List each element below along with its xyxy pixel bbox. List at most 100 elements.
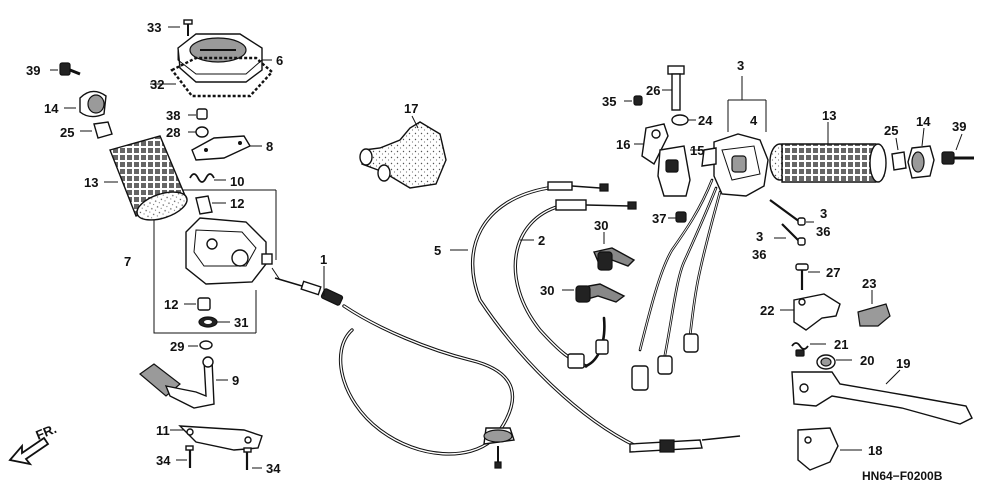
callout-18: 18 xyxy=(868,443,882,458)
cable-5[interactable] xyxy=(450,181,741,453)
callout-8: 8 xyxy=(266,139,273,154)
nut-38[interactable] xyxy=(188,108,208,120)
collar-25-left[interactable] xyxy=(80,121,113,139)
collar-12-lower[interactable] xyxy=(184,297,211,311)
screw-36-lower[interactable] xyxy=(774,223,806,246)
grip-end-14-right[interactable] xyxy=(907,127,935,179)
callout-33: 33 xyxy=(147,20,161,35)
lever-bracket-22[interactable] xyxy=(780,293,841,331)
callout-12-upper: 12 xyxy=(230,196,244,211)
band-30-upper[interactable] xyxy=(593,232,636,271)
callout-17: 17 xyxy=(404,101,418,116)
callout-35: 35 xyxy=(602,94,616,109)
callout-30-upper: 30 xyxy=(594,218,608,233)
callout-4: 4 xyxy=(750,113,758,128)
throttle-housing-7[interactable] xyxy=(185,217,281,285)
throttle-lever-9[interactable] xyxy=(139,356,228,409)
callout-32: 32 xyxy=(150,77,164,92)
seal-31[interactable] xyxy=(198,316,230,328)
gasket-32[interactable] xyxy=(150,56,274,98)
throttle-cable-1[interactable] xyxy=(274,266,515,469)
throttle-cover-6[interactable] xyxy=(177,33,272,83)
callout-28: 28 xyxy=(166,125,180,140)
screw-36-upper[interactable] xyxy=(769,199,814,226)
callout-1: 1 xyxy=(320,252,327,267)
callout-39-right: 39 xyxy=(952,119,966,134)
callout-2: 2 xyxy=(538,233,545,248)
callout-38: 38 xyxy=(166,108,180,123)
callout-10: 10 xyxy=(230,174,244,189)
callout-5: 5 xyxy=(434,243,441,258)
nut-37[interactable] xyxy=(668,211,687,223)
bolt-39-right[interactable] xyxy=(941,133,974,165)
callout-9: 9 xyxy=(232,373,239,388)
callout-36-lower: 36 xyxy=(752,247,766,262)
callout-22: 22 xyxy=(760,303,774,318)
callout-3-lower: 3 xyxy=(756,229,763,244)
callout-3-top: 3 xyxy=(737,58,744,73)
callout-7: 7 xyxy=(124,254,131,269)
bolt-26[interactable] xyxy=(662,65,685,111)
collar-12-upper[interactable] xyxy=(195,195,226,215)
callout-15: 15 xyxy=(690,143,704,158)
callout-11: 11 xyxy=(156,423,170,438)
front-direction-arrow: FR. xyxy=(8,421,59,466)
bolt-34-left[interactable] xyxy=(176,445,194,468)
callout-27: 27 xyxy=(826,265,840,280)
collar-25-right[interactable] xyxy=(891,137,907,171)
callout-25-left: 25 xyxy=(60,125,74,140)
grip-13-right[interactable] xyxy=(769,122,887,183)
callout-34-right: 34 xyxy=(266,461,281,476)
washer-28[interactable] xyxy=(188,126,209,138)
switch-housing-3[interactable] xyxy=(631,133,769,391)
callout-3-upper: 3 xyxy=(820,206,827,221)
collar-20[interactable] xyxy=(816,354,852,370)
callout-13-left: 13 xyxy=(84,175,98,190)
callout-14-right: 14 xyxy=(916,114,931,129)
callout-labels: 33 6 39 32 14 38 25 28 8 13 10 12 7 12 3… xyxy=(26,20,966,476)
spring-10[interactable] xyxy=(189,173,226,183)
callout-19: 19 xyxy=(896,356,910,371)
callout-24: 24 xyxy=(698,113,713,128)
callout-31: 31 xyxy=(234,315,248,330)
bolt-34-right[interactable] xyxy=(243,447,262,470)
pad-23[interactable] xyxy=(857,290,891,327)
callout-12-lower: 12 xyxy=(164,297,178,312)
callout-6: 6 xyxy=(276,53,283,68)
callout-34-left: 34 xyxy=(156,453,171,468)
callout-25-right: 25 xyxy=(884,123,898,138)
bracket-3-4 xyxy=(727,76,767,132)
rubber-cover-17[interactable] xyxy=(359,115,447,189)
washer-29[interactable] xyxy=(188,340,213,350)
spring-21[interactable] xyxy=(791,342,826,357)
brake-lever-19[interactable] xyxy=(791,369,973,425)
callout-16: 16 xyxy=(616,137,630,152)
callout-39-left: 39 xyxy=(26,63,40,78)
bracket-18[interactable] xyxy=(797,427,862,471)
callout-13-right: 13 xyxy=(822,108,836,123)
clip-24[interactable] xyxy=(671,114,696,126)
switch-15[interactable] xyxy=(657,145,700,197)
callout-20: 20 xyxy=(860,353,874,368)
callout-23: 23 xyxy=(862,276,876,291)
diagram-code: HN64−F0200B xyxy=(862,469,943,483)
grip-13-left[interactable] xyxy=(104,135,190,225)
bolt-39-left[interactable] xyxy=(50,62,81,76)
band-30-lower[interactable] xyxy=(562,283,626,303)
callout-36-upper: 36 xyxy=(816,224,830,239)
bracket-11[interactable] xyxy=(170,425,263,451)
screw-35[interactable] xyxy=(624,95,643,106)
callout-30-lower: 30 xyxy=(540,283,554,298)
callout-14-left: 14 xyxy=(44,101,59,116)
grip-end-14-left[interactable] xyxy=(64,90,107,118)
screw-27[interactable] xyxy=(795,263,820,290)
callout-37: 37 xyxy=(652,211,666,226)
callout-21: 21 xyxy=(834,337,848,352)
callout-26: 26 xyxy=(646,83,660,98)
direction-label: FR. xyxy=(34,421,59,443)
cable-2[interactable] xyxy=(513,199,637,369)
screw-33[interactable] xyxy=(168,19,193,36)
callout-29: 29 xyxy=(170,339,184,354)
throttle-arm-8[interactable] xyxy=(191,135,262,161)
